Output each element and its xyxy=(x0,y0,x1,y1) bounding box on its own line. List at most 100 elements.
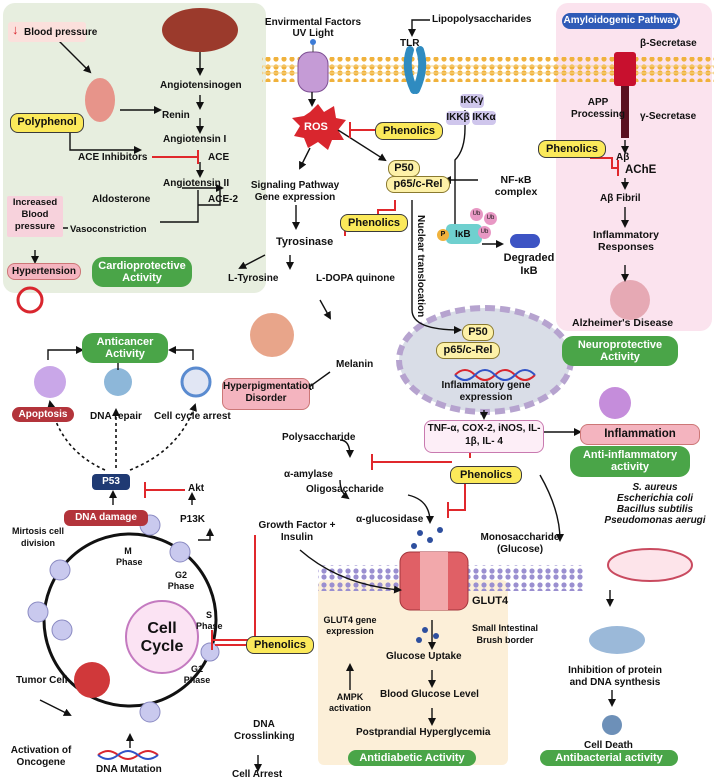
m-phase: M Phase xyxy=(116,546,143,567)
polysaccharide: Polysaccharide xyxy=(282,432,356,443)
tyrosinase: Tyrosinase xyxy=(276,236,334,248)
ampk-activation: AMPK activation xyxy=(328,692,371,713)
apoptosis-box: Apoptosis xyxy=(12,407,74,422)
renin: Renin xyxy=(162,110,190,121)
down-arrow-icon: ↓ xyxy=(12,22,19,37)
ubiquitin-icon-1: Ub xyxy=(470,208,483,221)
melanin-cell-image xyxy=(250,313,294,357)
s-phase: S Phase xyxy=(196,610,223,631)
antibacterial-activity: Antibacterial activity xyxy=(540,750,678,766)
growth-factor: Growth Factor + Insulin xyxy=(258,520,336,543)
degraded-ikb-icon xyxy=(510,234,540,248)
cell-cycle-arrest: Cell cycle arrest xyxy=(154,411,231,422)
env-factors: Envirmental Factors xyxy=(264,17,362,28)
ros: ROS xyxy=(304,121,328,133)
phenolics-pill-tyrosinase: Phenolics xyxy=(340,214,408,232)
ace-2: ACE-2 xyxy=(208,194,239,205)
blood-pressure-text: Blood pressure xyxy=(24,27,98,38)
inflammation-cells-image xyxy=(599,387,631,419)
cell-arrest: Cell Arrest xyxy=(232,769,283,780)
dna-helix-mutation xyxy=(97,750,159,760)
angiotensin-1: Angiotensin I xyxy=(163,134,227,145)
degraded-ikb: Degraded IκB xyxy=(503,252,555,277)
ubiquitin-icon-3: Ub xyxy=(478,226,491,239)
amyloidogenic-pathway: Amyloidogenic Pathway xyxy=(562,13,680,29)
cell-arrest-image xyxy=(180,366,212,398)
tlr-receptor xyxy=(403,46,427,94)
ikb-box xyxy=(446,224,482,244)
p53-box: P53 xyxy=(92,474,130,490)
p65-nucleus: p65/c-Rel xyxy=(436,342,500,359)
brush-border: Small Intestinal Brush border xyxy=(471,623,539,645)
glut4-gene-expression: GLUT4 gene expression xyxy=(323,615,377,636)
dead-cell-image xyxy=(602,715,622,735)
uv-receptor xyxy=(297,51,329,93)
kidney-image xyxy=(85,78,115,122)
polyphenol-pill: Polyphenol xyxy=(10,113,84,133)
phosphate-icon: P xyxy=(437,229,449,241)
tumor-cell: Tumor Cell xyxy=(16,675,68,686)
anticancer-activity: Anticancer Activity xyxy=(82,333,168,363)
akt: Akt xyxy=(188,483,205,494)
alzheimers-disease: Alzheimer's Disease xyxy=(572,317,674,329)
nuclear-translocation: Nuclear translocation xyxy=(415,215,426,318)
hyperpigmentation-box: Hyperpigmentation Disorder xyxy=(222,378,314,410)
angiotensin-2: Angiotensin II xyxy=(163,178,230,189)
signaling-pathway: Signaling Pathway Gene expression xyxy=(250,180,340,203)
neuro-panel xyxy=(556,3,712,331)
ikb: IκB xyxy=(455,229,471,240)
uv-light: UV Light xyxy=(292,28,334,39)
melanin: Melanin xyxy=(336,359,374,370)
ace: ACE xyxy=(208,152,230,163)
dna-repair-image xyxy=(104,368,132,396)
glut4-label: GLUT4 xyxy=(472,595,509,607)
ache: AChE xyxy=(625,164,657,176)
glucose-dots xyxy=(411,527,443,643)
app-processing: APP Processing xyxy=(571,97,625,120)
blood-glucose-level: Blood Glucose Level xyxy=(380,689,479,700)
inflammatory-gene-expression: Inflammatory gene expression xyxy=(441,380,531,403)
brain-image xyxy=(610,280,650,320)
hypertension-box: Hypertension xyxy=(7,263,81,280)
vasoconstriction: Vasoconstriction xyxy=(70,224,147,235)
cytokines-box: TNF-α, COX-2, iNOS, IL-1β, IL- 4 xyxy=(424,420,544,453)
inflammatory-responses: Inflammatory Responses xyxy=(593,229,659,253)
phenolics-pill-neuro: Phenolics xyxy=(538,140,606,158)
activation-oncogene: Activation of Oncogene xyxy=(10,745,72,768)
cell-death: Cell Death xyxy=(584,740,633,751)
liver-image xyxy=(162,8,238,52)
alpha-amylase: α-amylase xyxy=(284,469,333,480)
p50-nucleus: P50 xyxy=(462,324,494,341)
g2-phase: G2 Phase xyxy=(167,570,195,591)
angiotensinogen: Angiotensinogen xyxy=(160,80,242,91)
ubiquitin-icon-2: Ub xyxy=(484,212,497,225)
alpha-glucosidase: α-glucosidase xyxy=(356,514,424,525)
ros-burst xyxy=(292,104,346,150)
dna-crosslinking: DNA Crosslinking xyxy=(234,719,295,742)
inflammation-box: Inflammation xyxy=(580,424,700,445)
dna-mutation: DNA Mutation xyxy=(96,764,162,775)
ikk-complex: IKKγ IKKβ IKKα xyxy=(446,94,496,125)
app-receptor xyxy=(614,52,636,86)
postprandial-hyperglycemia: Postprandial Hyperglycemia xyxy=(356,727,491,738)
blood-pressure-label xyxy=(8,22,86,42)
inhibition-synthesis: Inhibition of protein and DNA synthesis xyxy=(568,665,662,688)
g1-phase: G1 Phase xyxy=(183,664,211,685)
tumor-image xyxy=(74,662,110,698)
antidiabetic-activity: Antidiabetic Activity xyxy=(348,750,476,766)
diabetes-panel xyxy=(318,580,508,765)
monosaccharide: Monosaccharide (Glucose) xyxy=(480,532,560,555)
abeta-fibril: Aβ Fibril xyxy=(600,193,641,204)
apoptosis-image xyxy=(34,366,66,398)
dna-damage-box: DNA damage xyxy=(64,510,148,526)
ace-inhibitors: ACE Inhibitors xyxy=(78,152,148,163)
oligosaccharide: Oligosaccharide xyxy=(306,484,384,495)
p13k: P13K xyxy=(180,514,206,525)
bacteria-image xyxy=(607,548,693,582)
top-membrane xyxy=(262,57,714,82)
beta-secretase: β-Secretase xyxy=(640,38,697,49)
p65-nfkb: p65/c-Rel xyxy=(386,176,450,193)
increased-bp-box: Increased Blood pressure xyxy=(7,196,63,237)
neuroprotective-activity: Neuroprotective Activity xyxy=(562,336,678,366)
